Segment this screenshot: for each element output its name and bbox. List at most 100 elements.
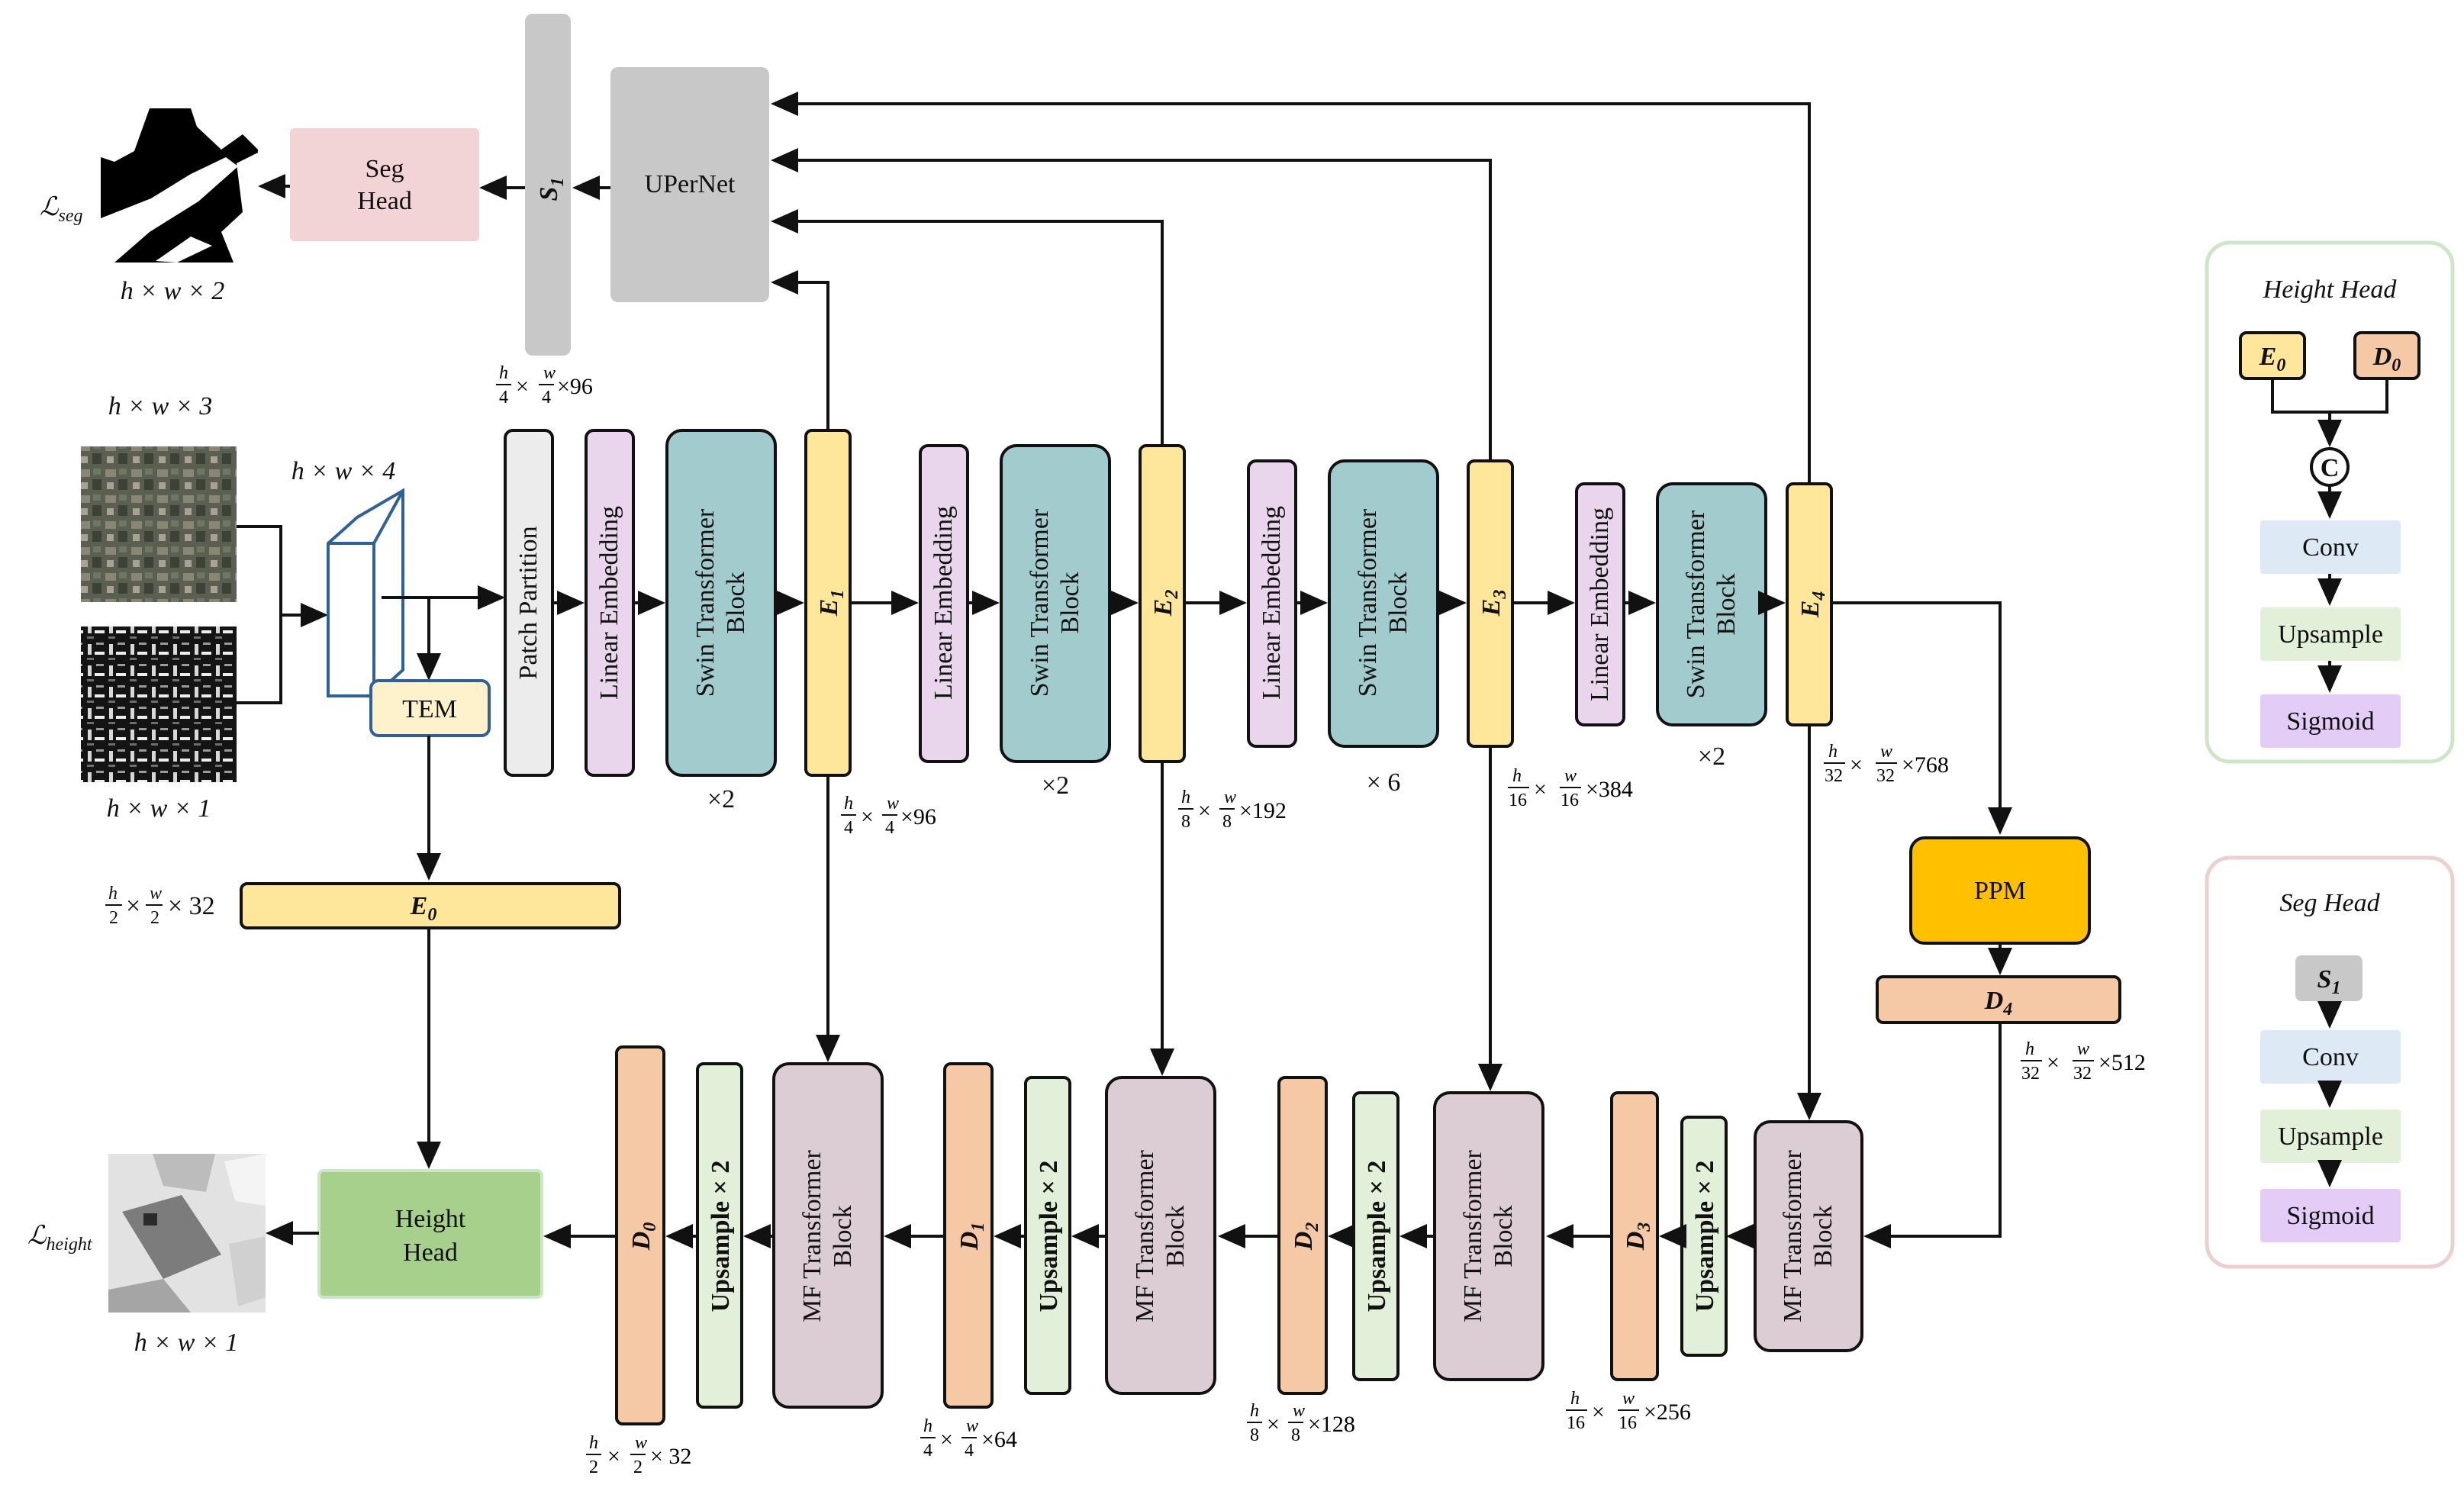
swin-4-repeat: ×2 <box>1698 742 1725 771</box>
d1-label: D1 <box>955 1222 988 1251</box>
svg-text:4: 4 <box>499 388 508 407</box>
d4-label: D4 <box>1984 987 2013 1019</box>
upsample-1-label: Upsample × 2 <box>707 1161 735 1313</box>
swin-1-repeat: ×2 <box>707 785 735 813</box>
e2-label: E2 <box>1149 590 1182 617</box>
svg-text:w: w <box>1564 766 1577 786</box>
svg-text:w: w <box>887 794 899 813</box>
height-loss-label: ℒheight <box>27 1222 93 1255</box>
svg-text:w: w <box>966 1416 978 1436</box>
swin-block-2-label: Swin TransformerBlock <box>1026 508 1084 697</box>
legend-height-conv <box>2260 520 2401 574</box>
svg-text:4: 4 <box>923 1441 932 1461</box>
sar-input-image <box>81 626 237 782</box>
svg-text:×: × <box>516 374 529 399</box>
legend-height-sigmoid-label: Sigmoid <box>2286 707 2374 736</box>
legend-height-head: Height Head E0 D0 C Conv Upsample Sigmoi… <box>2205 240 2455 764</box>
svg-text:w: w <box>2077 1039 2089 1059</box>
legend-seg-head: Seg Head S1 Conv Upsample Sigmoid <box>2205 855 2455 1269</box>
svg-text:w: w <box>635 1433 647 1453</box>
concat-cube <box>327 488 404 697</box>
e3-dim-label: h 16 × w 16 ×384 <box>1508 766 1633 810</box>
legend-d0-label: D0 <box>2372 343 2401 375</box>
linear-embedding-3-label: Linear Embedding <box>1258 506 1286 700</box>
svg-text:×512: ×512 <box>2098 1050 2146 1075</box>
sar-dim-label: h × w × 1 <box>107 794 211 823</box>
concat-icon-label: C <box>2321 454 2340 482</box>
rgb-input-image <box>81 446 237 602</box>
svg-text:×: × <box>1267 1412 1280 1437</box>
s1-dim-label: h 4 × w 4 ×96 <box>496 363 593 407</box>
arrow-e2-to-upernet <box>771 209 1164 446</box>
svg-text:w: w <box>1224 788 1236 807</box>
svg-text:h: h <box>844 794 853 813</box>
d2-dim-label: h 8 × w 8 ×128 <box>1247 1401 1355 1445</box>
svg-text:4: 4 <box>965 1441 974 1461</box>
merge-bracket <box>237 525 282 704</box>
e1-label: E1 <box>815 590 848 617</box>
d0-label: D0 <box>627 1222 660 1251</box>
mf-block-2-label: MF TransformerBlock <box>1131 1149 1190 1322</box>
svg-text:×: × <box>1534 777 1547 802</box>
legend-s1-block <box>2295 955 2363 1001</box>
svg-text:×: × <box>861 804 874 829</box>
svg-text:×: × <box>1850 752 1863 778</box>
e2-dim-label: h 8 × w 8 ×192 <box>1178 788 1287 832</box>
svg-text:w: w <box>1880 742 1892 762</box>
linear-embedding-1-label: Linear Embedding <box>595 506 623 700</box>
e1-dim-label: h 4 × w 4 ×96 <box>841 794 936 838</box>
svg-text:8: 8 <box>1291 1425 1300 1445</box>
d0-dim-label: h 2 × w 2 × 32 <box>586 1433 691 1477</box>
svg-text:2: 2 <box>633 1458 643 1477</box>
svg-text:8: 8 <box>1222 812 1232 832</box>
svg-text:32: 32 <box>2073 1064 2092 1084</box>
d3-dim-label: h 16 × w 16 ×256 <box>1566 1389 1691 1433</box>
svg-text:h: h <box>1250 1401 1259 1421</box>
svg-text:×: × <box>607 1444 620 1469</box>
e0-label: E0 <box>410 892 437 925</box>
swin-block-4-label: Swin TransformerBlock <box>1682 510 1741 698</box>
patch-partition-label: Patch Partition <box>514 526 543 679</box>
svg-text:32: 32 <box>1876 766 1895 786</box>
e4-dim-label: h 32 × w 32 ×768 <box>1824 742 1949 786</box>
d3-label: D3 <box>1622 1222 1654 1251</box>
svg-text:2: 2 <box>589 1458 598 1477</box>
svg-text:16: 16 <box>1561 791 1579 810</box>
swin-block-4 <box>1656 482 1767 726</box>
swin-block-1-label: Swin TransformerBlock <box>691 508 750 697</box>
ppm-label: PPM <box>1974 877 2026 905</box>
svg-text:w: w <box>1293 1401 1305 1421</box>
mf-block-4-label: MF TransformerBlock <box>1779 1149 1838 1322</box>
rgb-dim-label: h × w × 3 <box>108 392 213 420</box>
swin-3-repeat: × 6 <box>1367 768 1401 797</box>
arrow-d4-to-mf4 <box>1863 1023 2002 1248</box>
svg-text:4: 4 <box>885 818 894 838</box>
svg-text:h: h <box>923 1416 932 1436</box>
arrow-e3-to-upernet <box>771 148 1492 461</box>
swin-block-3 <box>1328 459 1439 748</box>
svg-text:16: 16 <box>1509 791 1527 810</box>
svg-text:h: h <box>499 363 508 383</box>
svg-text:h: h <box>1570 1389 1580 1409</box>
mf-block-4 <box>1754 1120 1863 1352</box>
s1-block <box>525 14 571 356</box>
svg-text:h: h <box>1181 788 1190 807</box>
arrow-e4-to-ppm <box>1831 601 2012 835</box>
mf-block-3-label: MF TransformerBlock <box>1459 1149 1518 1322</box>
legend-seg-sigmoid <box>2260 1189 2401 1242</box>
svg-text:×: × <box>1592 1400 1605 1425</box>
d2-label: D2 <box>1290 1222 1322 1251</box>
arrow-e4-to-upernet <box>771 92 1811 484</box>
legend-height-conv-label: Conv <box>2302 533 2359 562</box>
svg-text:8: 8 <box>1181 812 1190 832</box>
svg-text:w: w <box>543 363 556 383</box>
svg-text:4: 4 <box>542 388 551 407</box>
tem-label: TEM <box>402 695 457 723</box>
svg-text:h: h <box>1828 742 1838 762</box>
mf-block-3 <box>1433 1091 1544 1381</box>
legend-seg-conv <box>2260 1030 2401 1084</box>
concat-dim-label: h × w × 4 <box>291 457 396 485</box>
mf-block-1-label: MF TransformerBlock <box>798 1149 857 1322</box>
legend-seg-sigmoid-label: Sigmoid <box>2286 1202 2374 1230</box>
svg-text:×64: ×64 <box>981 1427 1017 1452</box>
